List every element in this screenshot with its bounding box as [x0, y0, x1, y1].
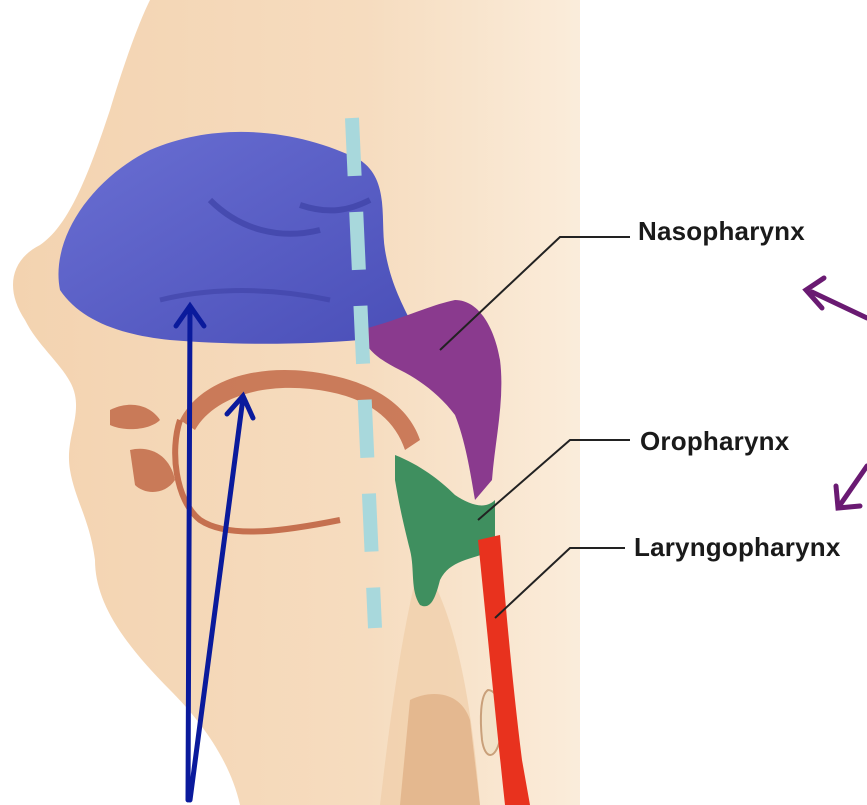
- label-laryngopharynx: Laryngopharynx: [634, 532, 841, 563]
- label-nasopharynx: Nasopharynx: [638, 216, 805, 247]
- label-oropharynx: Oropharynx: [640, 426, 789, 457]
- background-right: [580, 0, 867, 805]
